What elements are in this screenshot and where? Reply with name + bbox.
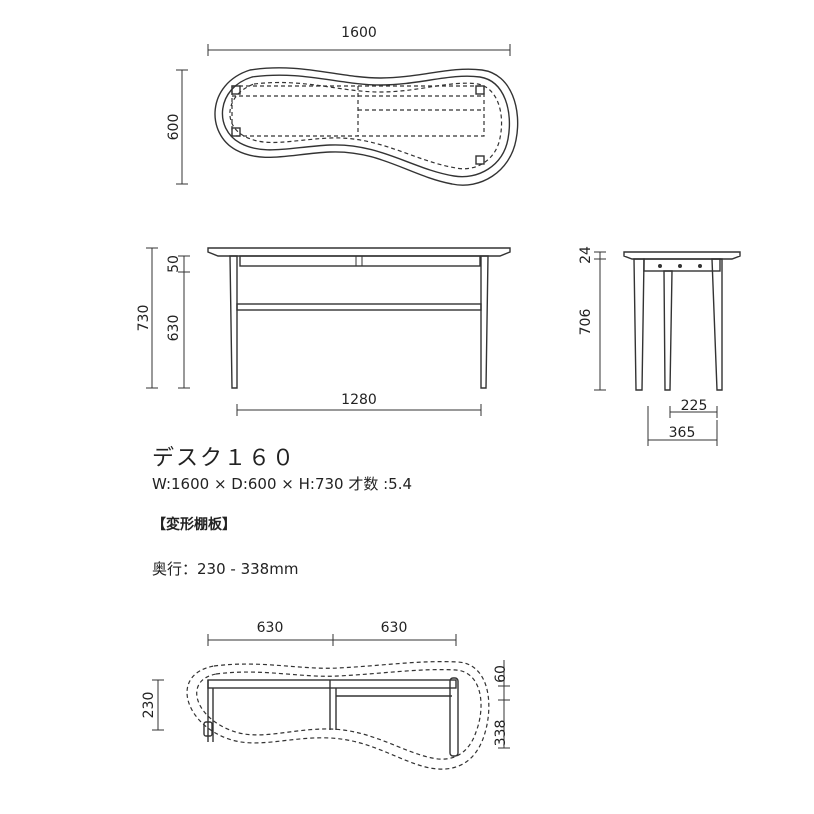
leg-top-left xyxy=(231,85,241,95)
front-apron xyxy=(239,255,481,267)
side-leg-height-label: 706 xyxy=(578,309,594,336)
front-leg-right xyxy=(480,255,489,389)
side-leg-left xyxy=(633,258,645,391)
side-inner-depth-label: 225 xyxy=(681,398,708,414)
leg-bottom-left xyxy=(231,127,241,137)
shelf-leg-left xyxy=(203,721,213,737)
front-shelf-height-label: 630 xyxy=(166,315,182,342)
shelf-right-width-label: 630 xyxy=(381,620,408,636)
shelf-dashed-inner xyxy=(196,669,482,760)
top-width-label: 1600 xyxy=(341,25,377,41)
product-title: デスク１６０ xyxy=(152,446,297,471)
shelf-view: 630 630 230 60 338 xyxy=(141,620,510,770)
side-tabletop xyxy=(623,251,741,260)
side-bolt-1 xyxy=(658,264,662,268)
side-bolt-2 xyxy=(678,264,682,268)
top-depth-label: 600 xyxy=(166,114,182,141)
shelf-leg-right xyxy=(449,677,459,757)
product-spec: W:1600 × D:600 × H:730 才数 :5.4 xyxy=(152,475,413,493)
desktop-dashed-edge xyxy=(229,81,503,170)
side-leg-center xyxy=(663,270,673,391)
side-apron xyxy=(643,258,721,272)
desktop-outline xyxy=(214,67,519,186)
side-outer-depth-label: 365 xyxy=(669,425,696,441)
front-leg-left xyxy=(229,255,238,389)
shelf-dashed-outline xyxy=(186,661,490,770)
shelf-right-top-label: 60 xyxy=(493,665,509,683)
front-view: 730 50 630 1280 xyxy=(136,247,511,416)
shelf-right-depth-label: 338 xyxy=(493,720,509,747)
side-top-thick-label: 24 xyxy=(578,246,594,264)
side-bolt-3 xyxy=(698,264,702,268)
leg-bottom-right xyxy=(475,155,485,165)
front-shelf xyxy=(236,303,482,311)
side-leg-right xyxy=(711,258,723,391)
desktop-inner-edge xyxy=(221,74,511,178)
shelf-left-depth-label: 230 xyxy=(141,692,157,719)
front-tabletop xyxy=(207,247,511,257)
shelf-rail-back xyxy=(207,679,457,689)
front-inner-width-label: 1280 xyxy=(341,392,377,408)
front-height-label: 730 xyxy=(136,305,152,332)
shelf-left-width-label: 630 xyxy=(257,620,284,636)
side-view: 24 706 225 365 xyxy=(578,246,741,446)
front-apron-label: 50 xyxy=(166,255,182,273)
depth-label: 奥行：230 - 338mm xyxy=(152,560,299,578)
top-view: 1600 600 xyxy=(166,25,519,186)
section-label: 【変形棚板】 xyxy=(152,517,236,533)
leg-top-right xyxy=(475,85,485,95)
